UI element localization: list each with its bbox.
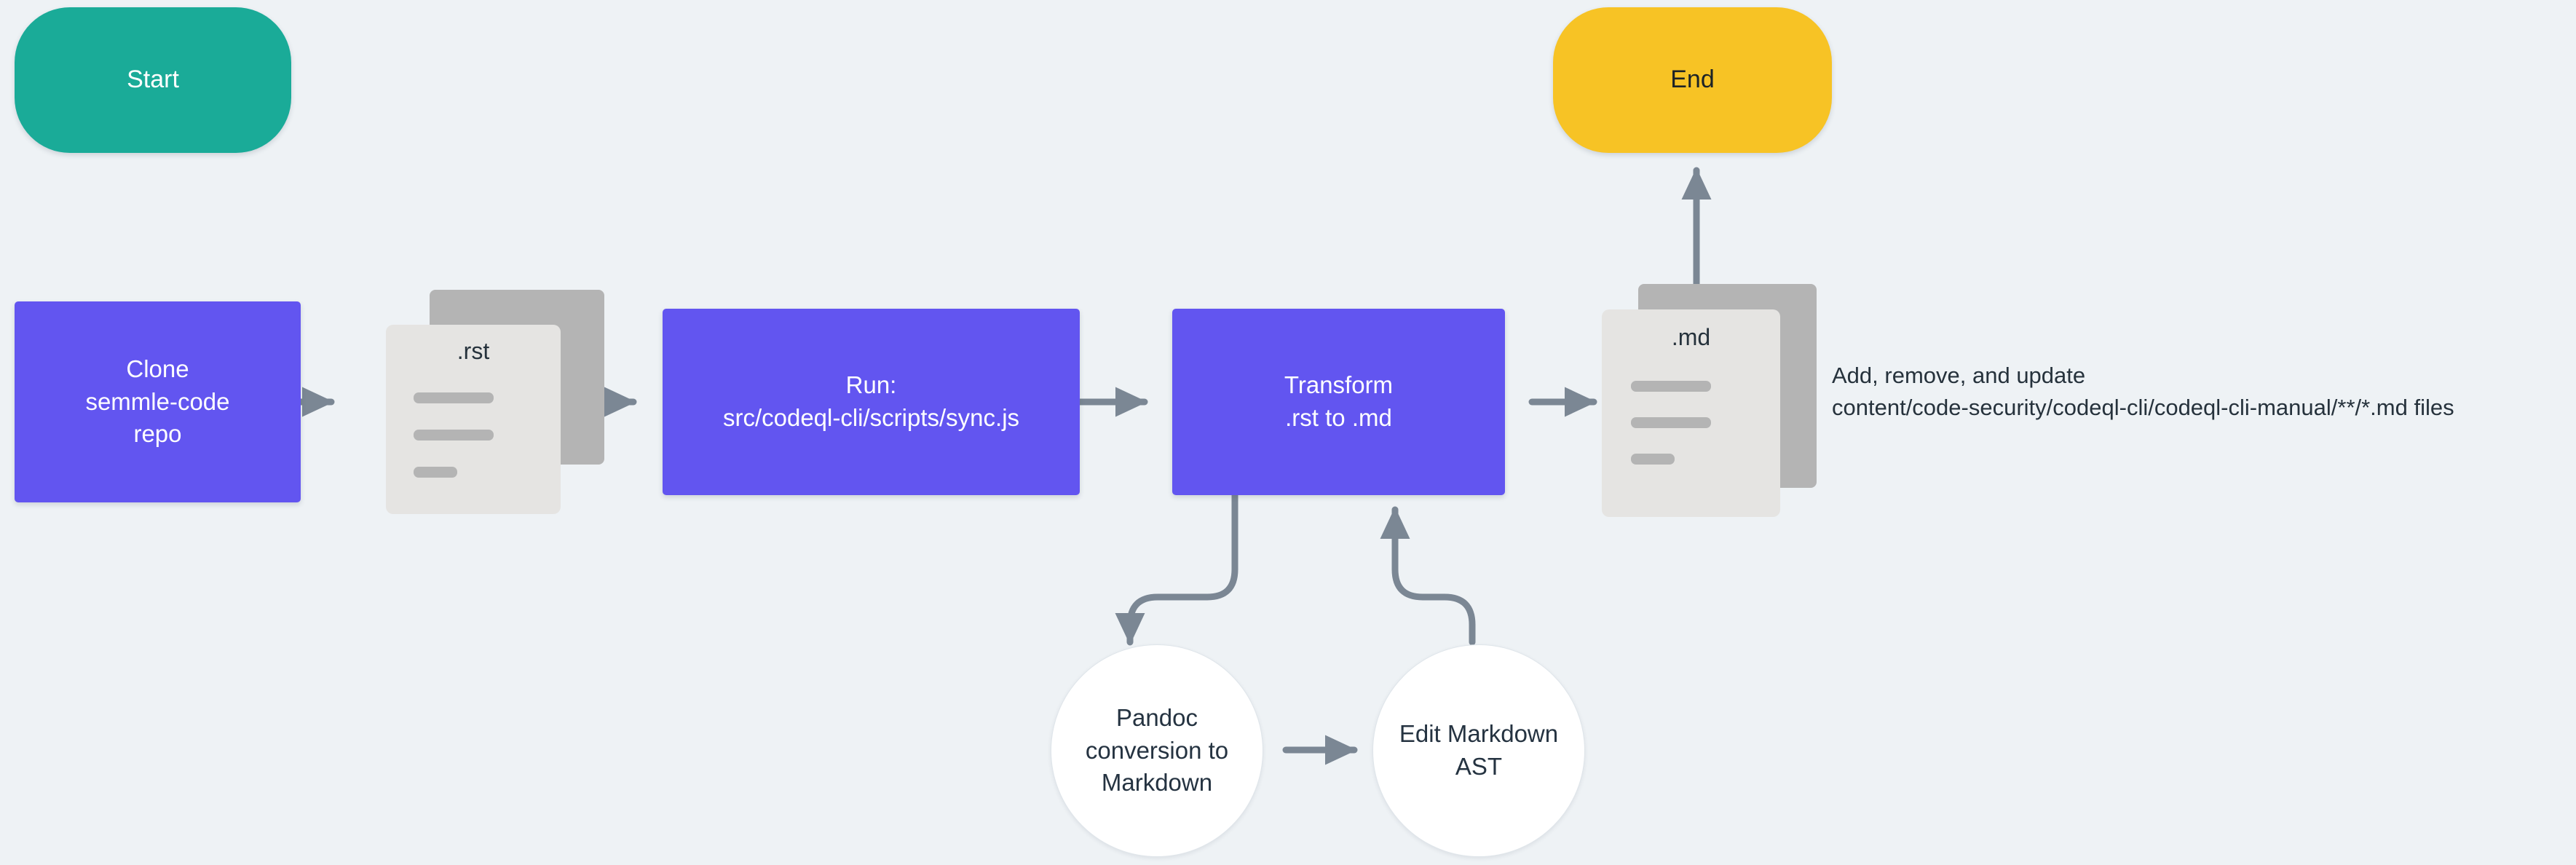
rst-doc-text-line	[414, 392, 494, 403]
node-clone-repo-line2: semmle-code	[85, 387, 230, 415]
md-doc-front-sheet: .md	[1602, 309, 1780, 517]
node-end[interactable]: End	[1553, 7, 1832, 153]
annotation-md-files: Add, remove, and update content/code-sec…	[1832, 360, 2454, 424]
node-edit-markdown-ast-line2: AST	[1455, 753, 1503, 780]
node-transform[interactable]: Transform .rst to .md	[1172, 309, 1505, 495]
node-run-script-line1: Run:	[845, 371, 897, 399]
annotation-line-1: Add, remove, and update	[1832, 363, 2086, 388]
node-clone-repo-line3: repo	[133, 420, 182, 448]
node-pandoc-conversion-line2: conversion to	[1085, 736, 1229, 764]
md-doc-extension-label: .md	[1671, 324, 1711, 350]
md-doc-text-line	[1631, 454, 1675, 465]
rst-doc-front-sheet: .rst	[386, 325, 561, 514]
md-doc-text-line	[1631, 381, 1711, 392]
node-pandoc-conversion[interactable]: Pandoc conversion to Markdown	[1051, 644, 1263, 857]
rst-doc-text-line	[414, 430, 494, 441]
node-clone-repo[interactable]: Clone semmle-code repo	[15, 301, 301, 502]
md-doc-text-line	[1631, 417, 1711, 428]
node-end-label: End	[1670, 66, 1715, 94]
node-transform-line1: Transform	[1284, 371, 1394, 399]
node-run-script-line2: src/codeql-cli/scripts/sync.js	[722, 404, 1020, 431]
node-rst-document-stack[interactable]: .rst	[386, 290, 604, 514]
rst-doc-extension-label: .rst	[457, 338, 490, 364]
annotation-line-2: content/code-security/codeql-cli/codeql-…	[1832, 395, 2454, 421]
node-start-label: Start	[127, 66, 179, 94]
node-pandoc-conversion-line3: Markdown	[1101, 769, 1213, 797]
edge-transform-to-pandoc	[1115, 489, 1238, 646]
node-edit-markdown-ast-line1: Edit Markdown	[1399, 720, 1559, 748]
node-edit-markdown-ast[interactable]: Edit Markdown AST	[1372, 644, 1585, 857]
node-clone-repo-line1: Clone	[126, 355, 189, 383]
node-pandoc-conversion-line1: Pandoc	[1116, 704, 1198, 732]
node-run-script[interactable]: Run: src/codeql-cli/scripts/sync.js	[663, 309, 1080, 495]
node-md-document-stack[interactable]: .md	[1602, 284, 1820, 517]
rst-doc-text-line	[414, 467, 457, 478]
node-start[interactable]: Start	[15, 7, 291, 153]
node-transform-line2: .rst to .md	[1285, 404, 1392, 431]
edge-edit-to-transform	[1380, 506, 1476, 646]
